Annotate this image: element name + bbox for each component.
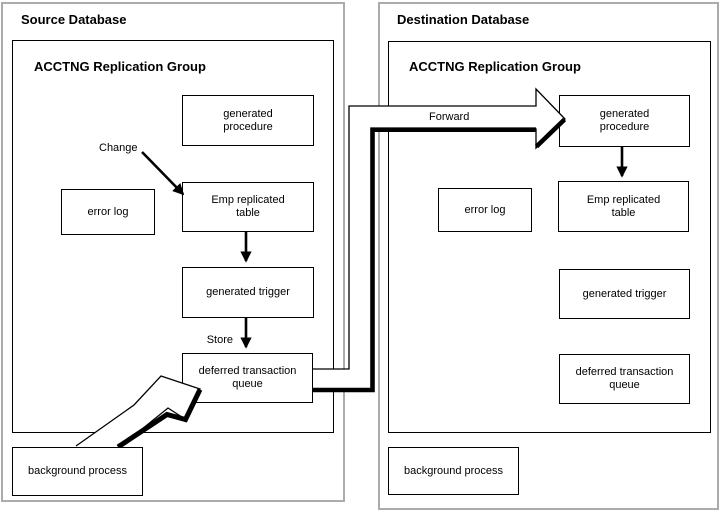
source-error-log-box: error log [61, 189, 155, 235]
source-generated-procedure-box: generated procedure [182, 95, 314, 146]
destination-deferred-transaction-queue-box: deferred transaction queue [559, 354, 690, 404]
source-deferred-transaction-queue-box: deferred transaction queue [182, 353, 313, 403]
source-emp-replicated-table-box: Emp replicated table [182, 182, 314, 232]
source-background-process-box: background process [12, 447, 143, 496]
destination-database-title: Destination Database [397, 12, 530, 27]
store-label: Store [206, 334, 233, 346]
destination-emp-replicated-table-box: Emp replicated table [558, 181, 689, 232]
destination-error-log-box: error log [438, 188, 532, 232]
change-label: Change [99, 142, 138, 154]
source-database-title: Source Database [21, 12, 127, 27]
destination-generated-trigger-box: generated trigger [559, 269, 690, 319]
source-generated-trigger-box: generated trigger [182, 267, 314, 318]
forward-label: Forward [429, 111, 470, 123]
destination-background-process-box: background process [388, 447, 519, 495]
destination-replication-group-title: ACCTNG Replication Group [409, 59, 581, 74]
source-replication-group-title: ACCTNG Replication Group [34, 59, 206, 74]
destination-generated-procedure-box: generated procedure [559, 95, 690, 147]
